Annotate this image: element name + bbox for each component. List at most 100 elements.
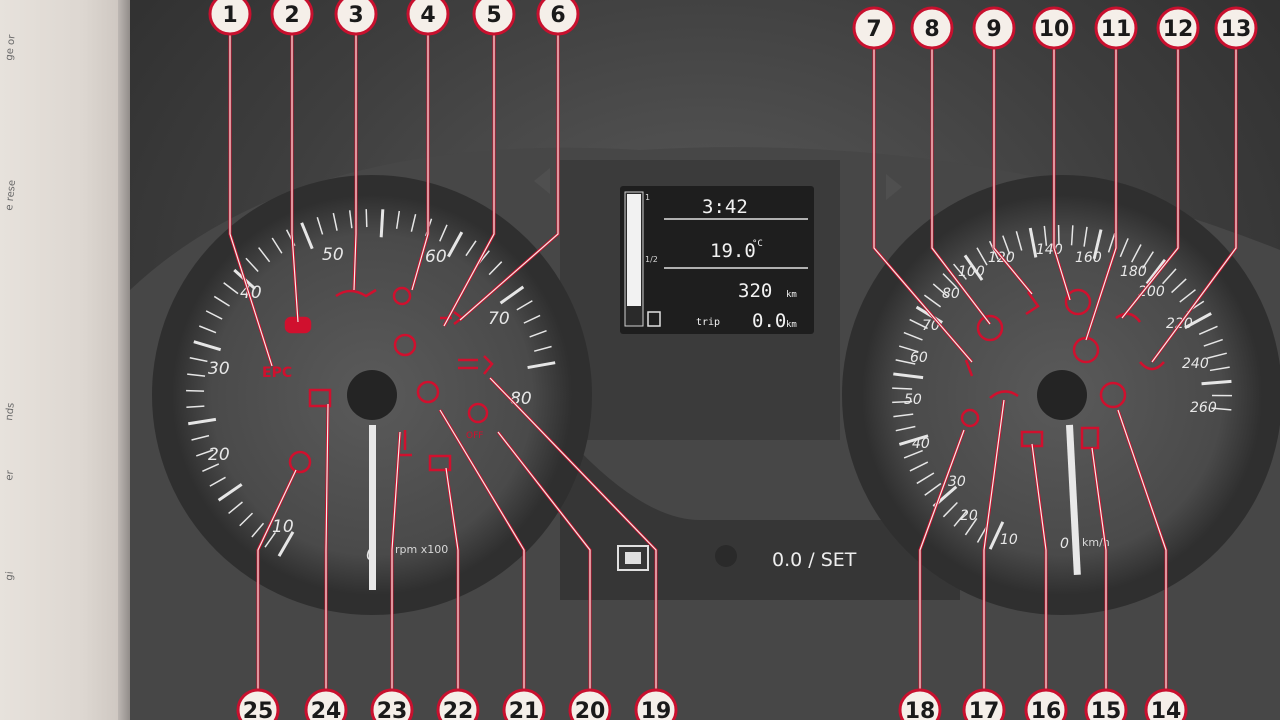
gauge-tick bbox=[1209, 366, 1230, 372]
gauge-tick bbox=[1171, 278, 1187, 294]
gauge-tick bbox=[1162, 268, 1177, 285]
lcd-temperature-unit: °C bbox=[752, 239, 763, 249]
gauge-tick bbox=[942, 501, 958, 518]
speed-label: 50 bbox=[904, 392, 922, 408]
start-stop-off-icon: OFF bbox=[466, 431, 483, 441]
callout-line bbox=[1151, 28, 1237, 363]
speedometer-needle bbox=[1066, 424, 1081, 575]
gauge-tick bbox=[988, 521, 1005, 550]
callout-number: 4 bbox=[420, 3, 435, 28]
fuel-pump-icon bbox=[647, 311, 661, 327]
gauge-tick bbox=[923, 294, 942, 308]
lower-panel bbox=[560, 430, 960, 600]
traction-control-icon bbox=[393, 333, 417, 357]
callout-circle bbox=[270, 0, 314, 36]
callout-number: 16 bbox=[1031, 699, 1062, 720]
gauge-tick bbox=[186, 405, 205, 409]
speed-label: 100 bbox=[958, 264, 985, 280]
tach-label: 0 bbox=[366, 545, 377, 565]
callout-circle bbox=[502, 688, 546, 720]
speed-label: 20 bbox=[960, 508, 978, 524]
callout-line bbox=[257, 469, 297, 710]
callout-circle bbox=[634, 688, 678, 720]
callout-number: 19 bbox=[641, 699, 672, 720]
callout-line bbox=[873, 28, 973, 363]
callout-circle bbox=[962, 688, 1006, 720]
gauge-tick bbox=[1198, 325, 1218, 336]
page-fold-shadow bbox=[118, 0, 132, 720]
tachometer-needle bbox=[369, 425, 376, 590]
gauge-tick bbox=[189, 357, 208, 363]
gauge-tick bbox=[379, 209, 385, 238]
callout-line bbox=[993, 28, 1033, 295]
callout-line bbox=[489, 377, 657, 710]
callout-line bbox=[983, 399, 1005, 710]
gauge-tick bbox=[365, 209, 368, 228]
gauge-tick bbox=[264, 531, 276, 548]
callout-number: 17 bbox=[969, 699, 1000, 720]
gauge-tick bbox=[898, 434, 929, 446]
callout-line bbox=[291, 14, 299, 323]
tow-hitch-icon bbox=[964, 359, 974, 377]
gauge-tick bbox=[499, 285, 525, 305]
callout-line bbox=[1091, 447, 1107, 710]
speed-label: 180 bbox=[1120, 264, 1147, 280]
tach-label: 20 bbox=[208, 445, 230, 465]
callout-circle bbox=[208, 0, 252, 36]
callout-number: 6 bbox=[550, 3, 565, 28]
speedometer: 140 120 160 100 180 80 200 70 220 60 240… bbox=[842, 175, 1280, 615]
reset-button-label[interactable]: 0.0 / SET bbox=[772, 549, 857, 571]
manual-page-margin: ge or e rese nds er gi bbox=[0, 0, 118, 720]
front-fog-light-icon bbox=[392, 286, 412, 306]
gauge-tick bbox=[924, 482, 942, 496]
tachometer-ticks bbox=[186, 209, 556, 557]
cruise-control-icon bbox=[1115, 312, 1142, 323]
callout-line bbox=[439, 409, 525, 710]
callout-line bbox=[443, 14, 495, 327]
gauge-tick bbox=[953, 263, 967, 280]
callout-circle bbox=[1084, 688, 1128, 720]
brake-system-icon bbox=[1064, 288, 1092, 316]
callout-circle bbox=[472, 0, 516, 36]
lcd-range: 320 bbox=[738, 280, 772, 302]
callout-number: 5 bbox=[486, 3, 501, 28]
gauge-tick bbox=[1002, 235, 1011, 255]
callout-number: 9 bbox=[986, 17, 1001, 42]
gauge-tick bbox=[533, 345, 552, 352]
gauge-tick bbox=[895, 359, 916, 365]
gauge-tick bbox=[187, 373, 206, 377]
gauge-tick bbox=[223, 282, 239, 295]
gauge-tick bbox=[488, 261, 503, 276]
callout-number: 18 bbox=[905, 699, 936, 720]
oil-pressure-icon bbox=[335, 288, 377, 298]
gauge-tick bbox=[893, 372, 924, 380]
callout-line bbox=[931, 28, 991, 325]
gauge-tick bbox=[245, 257, 259, 272]
lcd-temperature: 19.0 bbox=[710, 240, 756, 262]
callout-line bbox=[229, 14, 273, 367]
callout-circle bbox=[1156, 6, 1200, 50]
display-mode-inner bbox=[625, 552, 641, 564]
callout-circle bbox=[1214, 6, 1258, 50]
center-knob[interactable] bbox=[715, 545, 737, 567]
tach-label: 80 bbox=[510, 389, 532, 409]
gauge-tick bbox=[198, 325, 217, 334]
speedometer-ticks bbox=[892, 225, 1233, 550]
gauge-tick bbox=[976, 247, 988, 266]
gauge-tick bbox=[188, 417, 217, 426]
gauge-tick bbox=[251, 522, 265, 538]
gauge-tick bbox=[1145, 258, 1167, 285]
tyre-pressure-icon bbox=[1139, 361, 1165, 371]
display-mode-button-icon[interactable] bbox=[617, 545, 649, 571]
gauge-tick bbox=[1119, 238, 1129, 258]
speed-label: 80 bbox=[942, 286, 960, 302]
lcd-trip-label: trip bbox=[696, 317, 720, 328]
callout-circle bbox=[436, 688, 480, 720]
lower-controls[interactable]: 0.0 / SET bbox=[617, 545, 857, 571]
gauge-tick bbox=[1207, 352, 1227, 359]
gauge-tick bbox=[410, 214, 417, 232]
gauge-tick bbox=[465, 240, 477, 257]
gauge-tick bbox=[892, 387, 913, 390]
gauge-tick bbox=[213, 295, 230, 307]
esc-off-icon bbox=[288, 450, 312, 474]
